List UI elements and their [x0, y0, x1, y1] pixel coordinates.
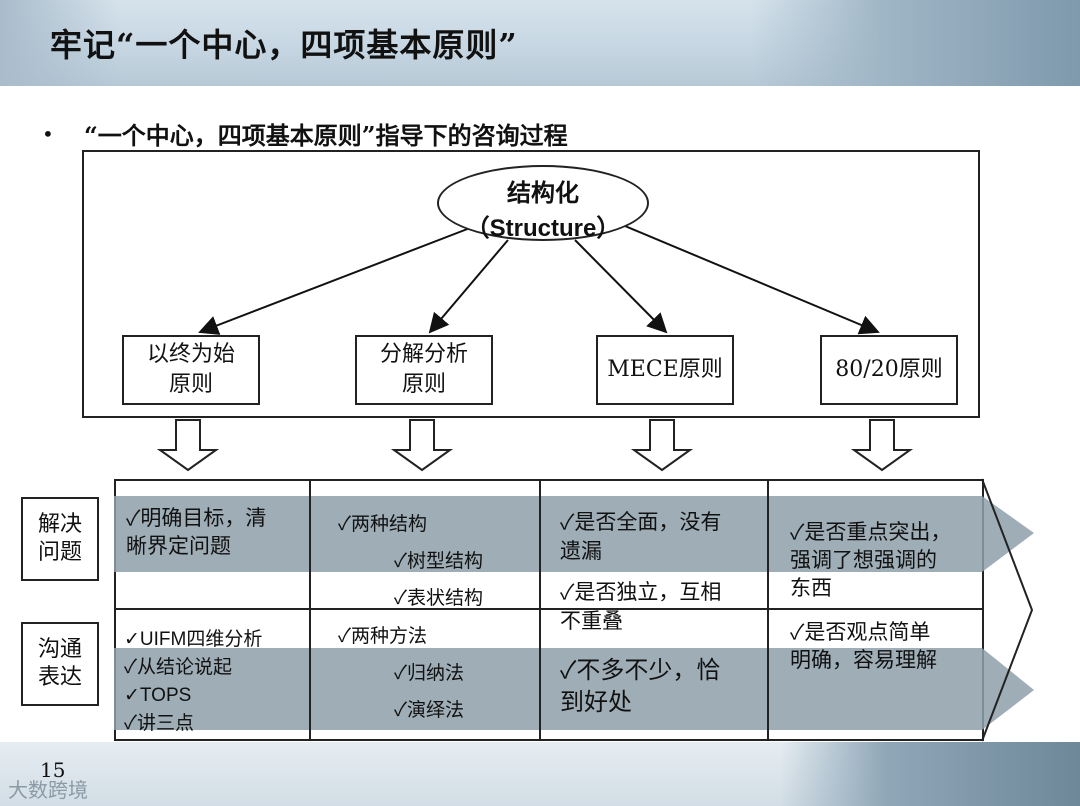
down-arrow-1	[156, 419, 220, 472]
principle-4-line1: 80/20原则	[835, 357, 943, 382]
cell-text: ✓不多不少，恰	[560, 656, 721, 684]
principle-box-2: 分解分析 原则	[355, 335, 493, 405]
cell-text: ✓讲三点	[124, 713, 194, 734]
footer-photo	[780, 742, 1080, 806]
band-communicate	[114, 648, 1034, 730]
cell-r1c4: ✓是否重点突出， 强调了想强调的 东西	[790, 518, 951, 602]
cell-text: 明确，容易理解	[790, 648, 937, 672]
header-photo-right	[750, 0, 1080, 86]
cell-r1c3: ✓是否全面，没有 遗漏 ✓是否独立，互相 不重叠	[560, 508, 721, 636]
watermark-text: 大数跨境	[8, 780, 88, 802]
principle-box-4: 80/20原则	[820, 335, 958, 405]
center-node-label-cn: 结构化	[507, 178, 579, 207]
cell-text: ✓是否观点简单	[790, 620, 931, 644]
cell-text: 东西	[790, 576, 832, 600]
cell-text: ✓两种方法	[338, 625, 427, 647]
arrow-to-principle-4	[624, 225, 880, 335]
header-photo-left	[0, 0, 120, 86]
cell-text: 遗漏	[560, 539, 602, 563]
page-number: 15	[40, 758, 66, 782]
row-label-solve: 解决 问题	[21, 497, 99, 581]
cell-text: ✓演绎法	[394, 699, 464, 721]
principle-1-line2: 原则	[168, 372, 213, 397]
cell-r1c2: ✓两种结构 ✓树型结构 ✓表状结构	[338, 506, 538, 617]
cell-text: ✓归纳法	[394, 662, 464, 684]
center-node-structure: 结构化 （Structure）	[437, 165, 649, 242]
row-label-comm-l1: 沟通	[37, 637, 82, 662]
principles-frame	[82, 150, 980, 418]
cell-text: 到好处	[560, 688, 632, 716]
principle-2-line1: 分解分析	[379, 342, 468, 367]
cell-r1c1: ✓明确目标，清 晰界定问题	[126, 504, 266, 560]
cell-r2c2: ✓两种方法 ✓归纳法 ✓演绎法	[338, 618, 538, 729]
row-label-comm-l2: 表达	[37, 665, 82, 690]
arrow-to-principle-3	[574, 239, 668, 334]
principle-box-3: MECE原则	[596, 335, 734, 405]
grid-arrow-tip	[981, 478, 1034, 742]
down-arrow-3	[630, 419, 694, 472]
cell-text: ✓是否全面，没有	[560, 510, 722, 534]
row-label-solve-l1: 解决	[37, 512, 82, 537]
cell-text: ✓是否重点突出，	[790, 520, 952, 544]
bullet-dot: •	[42, 122, 54, 146]
cell-r2c3: ✓不多不少，恰 到好处	[560, 654, 720, 718]
arrow-to-principle-1	[198, 227, 471, 335]
cell-r2c4: ✓是否观点简单 明确，容易理解	[790, 618, 937, 674]
row-label-solve-l2: 问题	[37, 540, 82, 565]
center-node-label-en: （Structure）	[465, 215, 621, 242]
cell-text: ✓树型结构	[394, 550, 483, 572]
principle-3-line1: MECE原则	[607, 357, 723, 382]
cell-text: ✓从结论说起	[124, 657, 232, 678]
cell-text: ✓UIFM四维分析	[124, 629, 263, 650]
cell-text: ✓TOPS	[124, 685, 192, 706]
cell-text: 不重叠	[560, 609, 623, 633]
slide-subtitle: “一个中心，四项基本原则”指导下的咨询过程	[84, 121, 568, 150]
cell-text: 晰界定问题	[126, 534, 231, 558]
principle-2-line2: 原则	[401, 372, 446, 397]
principle-1-line1: 以终为始	[146, 342, 235, 367]
cell-text: ✓两种结构	[338, 513, 427, 535]
slide-title: 牢记“一个中心，四项基本原则”	[50, 26, 518, 64]
arrow-to-principle-2	[428, 239, 509, 334]
cell-text: ✓表状结构	[394, 587, 483, 609]
row-label-communicate: 沟通 表达	[21, 622, 99, 706]
cell-text: ✓明确目标，清	[126, 506, 267, 530]
down-arrow-4	[850, 419, 914, 472]
band-solve	[114, 496, 1034, 572]
cell-text: ✓是否独立，互相	[560, 580, 722, 604]
principle-box-1: 以终为始 原则	[122, 335, 260, 405]
cell-r2c1: ✓UIFM四维分析 ✓从结论说起 ✓TOPS ✓讲三点	[124, 626, 262, 738]
cell-text: 强调了想强调的	[790, 548, 937, 572]
down-arrow-2	[390, 419, 454, 472]
